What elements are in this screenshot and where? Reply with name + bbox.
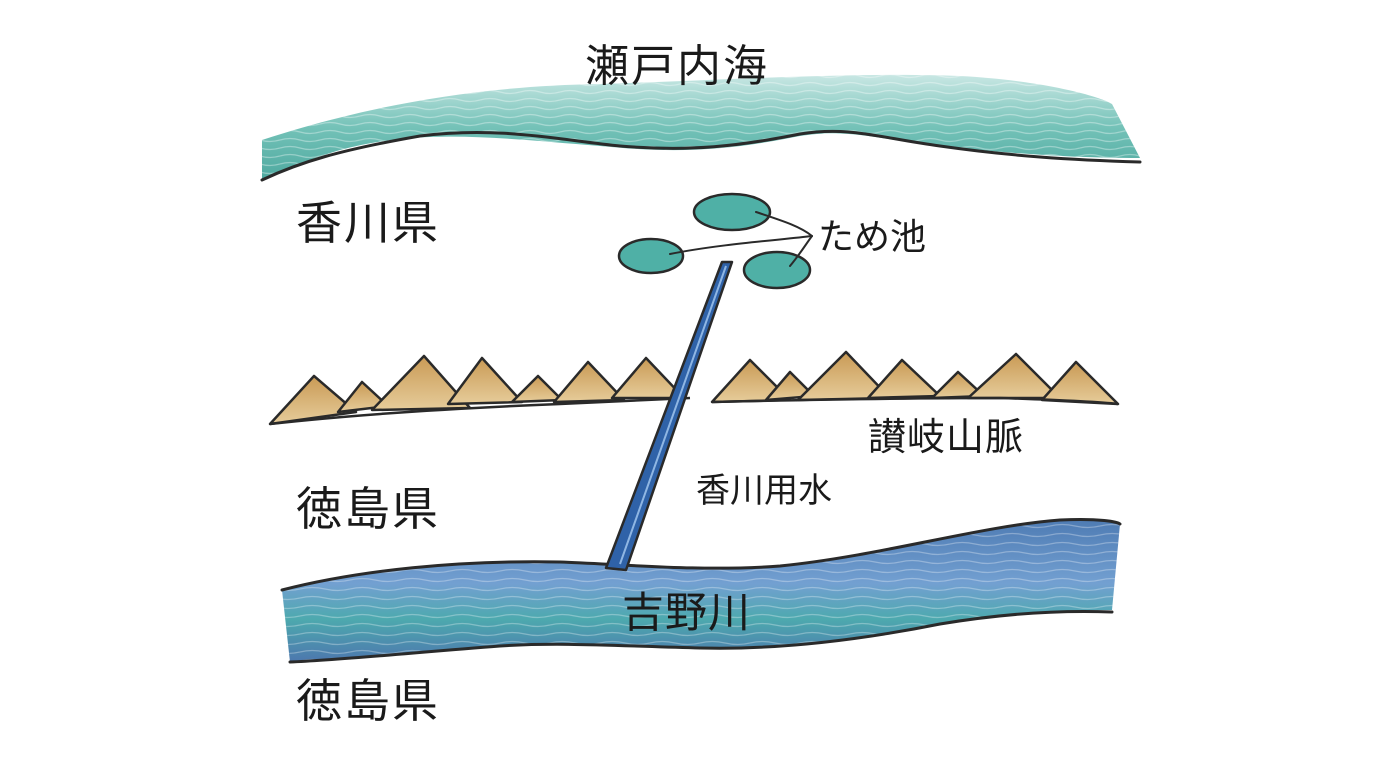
mountain-icon [370,354,472,412]
mountain-icon [510,374,564,404]
river-south-bank [288,610,1114,664]
coastline [260,129,1142,182]
river-texture [282,519,1120,662]
mountain-baseline [711,396,1119,406]
leader-line [789,235,813,267]
pond-icon [617,237,685,275]
mountain-icon [866,358,942,400]
sea-area [260,74,1142,182]
mountain-icon [268,374,358,426]
sea-texture [262,74,1140,180]
prefecture-label-tokushima-north: 徳島県 [296,482,440,536]
river-area [280,518,1122,664]
mountain-icon [1040,360,1120,406]
ponds [617,192,812,290]
pond-icon [742,250,812,290]
sea-label: 瀬戸内海 [585,41,769,92]
leader-line [669,235,813,255]
prefecture-label-tokushima-south: 徳島県 [296,674,440,728]
mountain-icon [966,352,1062,400]
mountain-icon [552,360,626,404]
pond-icon [692,192,772,232]
canal-label: 香川用水 [696,471,832,511]
canal-channel [604,260,734,572]
mountain-icon [764,370,816,402]
ponds-label: ため池 [818,217,927,258]
leader-line [755,211,813,237]
mountain-range [268,350,1120,426]
mountain-icon [336,380,390,414]
mountain-icon [446,356,524,406]
mountain-icon [610,356,686,400]
canal [604,260,734,572]
river-label: 吉野川 [622,588,752,637]
pond-leader-lines [669,211,813,267]
canal-highlight [619,265,727,565]
mountain-baseline [269,396,691,426]
mountain-range-label: 讃岐山脈 [868,415,1025,459]
river-north-bank [280,518,1122,592]
prefecture-label-kagawa: 香川県 [296,196,440,250]
